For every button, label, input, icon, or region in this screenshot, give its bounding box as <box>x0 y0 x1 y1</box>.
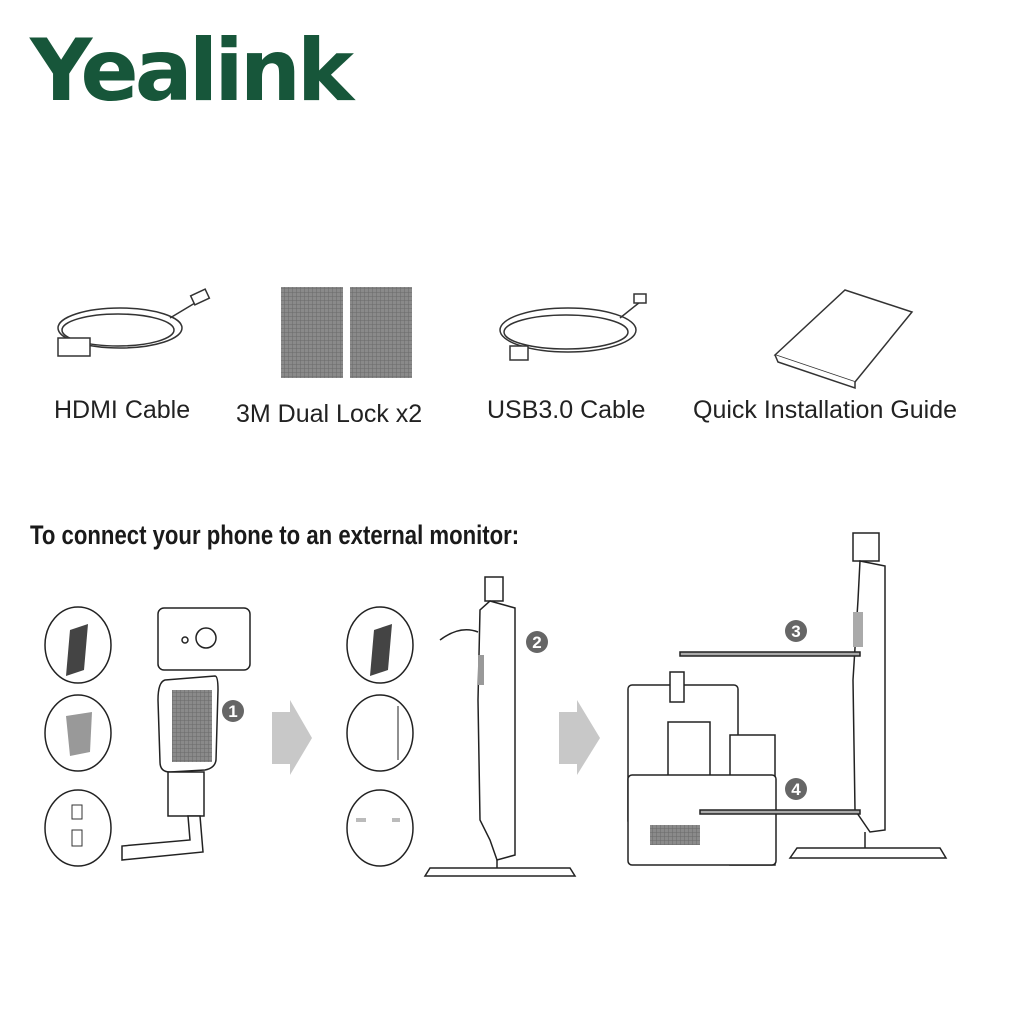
step-badge-1: 1 <box>222 700 244 722</box>
svg-text:4: 4 <box>791 780 801 799</box>
dual-lock-label: 3M Dual Lock x2 <box>236 400 423 428</box>
svg-text:2: 2 <box>532 633 541 652</box>
monitor-side-illustration <box>423 576 577 877</box>
step-badge-3: 3 <box>785 620 807 642</box>
yealink-logo: Yealink <box>30 21 354 121</box>
dual-lock-icon <box>281 287 412 378</box>
arrow-icon <box>272 700 312 775</box>
instructions-heading: To connect your phone to an external mon… <box>30 520 520 550</box>
step-badges: 1 2 3 4 <box>222 620 807 800</box>
phone-and-monitor-illustration <box>627 532 948 866</box>
quick-guide-label: Quick Installation Guide <box>693 396 958 424</box>
svg-text:1: 1 <box>228 702 237 721</box>
usb-cable-label: USB3.0 Cable <box>487 396 646 424</box>
booklet-icon <box>773 289 914 390</box>
arrow-icon <box>559 700 600 775</box>
step-badge-2: 2 <box>526 631 548 653</box>
step-badge-4: 4 <box>785 778 807 800</box>
usb-cable-icon <box>499 293 647 361</box>
hdmi-cable-icon <box>57 288 211 357</box>
camera-illustration <box>121 607 251 861</box>
svg-text:3: 3 <box>791 622 800 641</box>
hdmi-cable-label: HDMI Cable <box>54 396 191 424</box>
